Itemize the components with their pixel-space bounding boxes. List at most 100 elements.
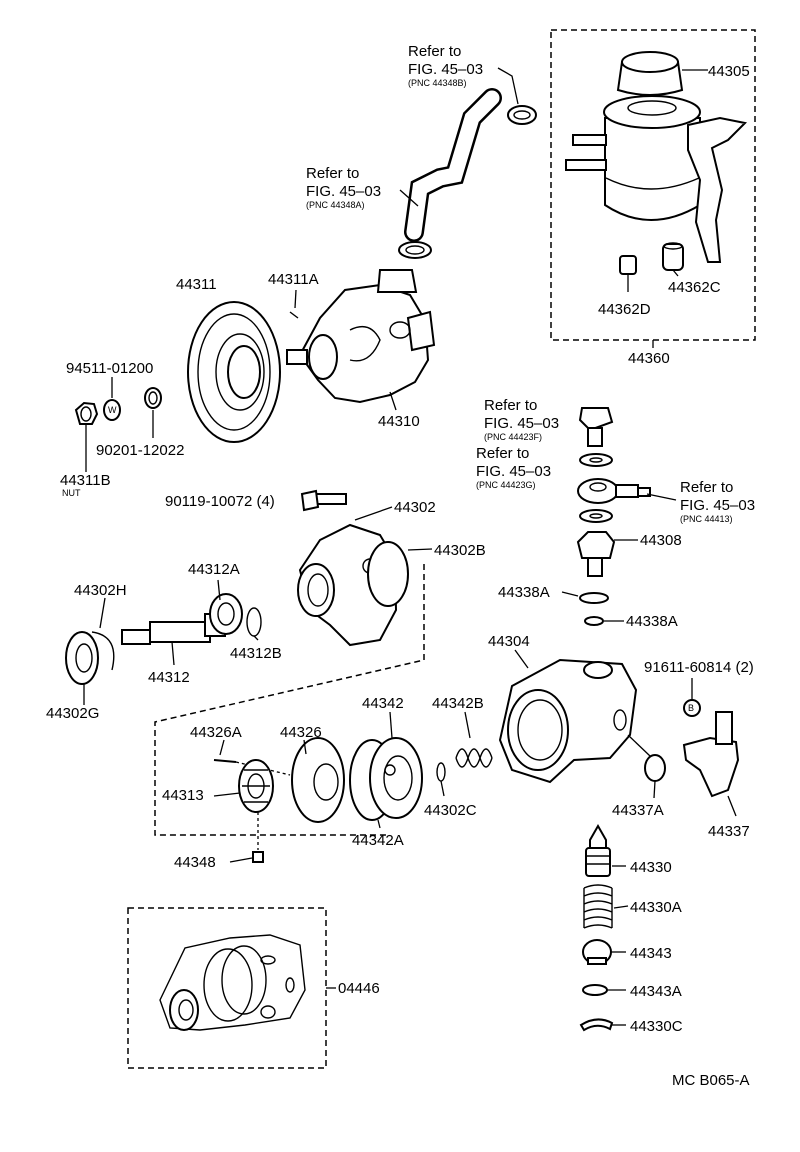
label-44302c: 44302C — [424, 802, 477, 819]
ref-note-44348a: Refer to FIG. 45–03 (PNC 44348A) — [306, 165, 381, 210]
flow-control-valve-44308 — [576, 531, 616, 577]
hoses — [398, 67, 537, 259]
gasket-kit-o-ring-1 — [260, 955, 276, 965]
label-44343a: 44343A — [630, 983, 682, 1000]
diagram-code: MC B065-A — [672, 1072, 750, 1089]
label-44362c: 44362C — [668, 279, 721, 296]
gasket-kit-seal — [169, 989, 199, 1031]
label-44310: 44310 — [378, 413, 420, 430]
bolt-b: B — [683, 699, 701, 717]
svg-text:(PNC 44348B): (PNC 44348B) — [408, 78, 467, 88]
label-44330: 44330 — [630, 859, 672, 876]
reservoir-cap — [616, 51, 684, 96]
o-ring-44302c — [436, 762, 446, 782]
pin-44326a — [213, 759, 237, 763]
hose-clamp-lower — [398, 241, 432, 259]
label-44326: 44326 — [280, 724, 322, 741]
label-44312a: 44312A — [188, 561, 240, 578]
svg-text:FIG. 45–03: FIG. 45–03 — [476, 463, 551, 480]
label-44330c: 44330C — [630, 1018, 683, 1035]
svg-text:W: W — [108, 405, 117, 415]
label-90201: 90201-12022 — [96, 442, 184, 459]
label-nut: NUT — [62, 488, 81, 498]
svg-text:Refer to: Refer to — [306, 165, 359, 182]
ref-note-44423g: Refer to FIG. 45–03 (PNC 44423G) — [476, 445, 551, 490]
label-44302b: 44302B — [434, 542, 486, 559]
label-91611: 91611-60814 (2) — [644, 659, 754, 676]
label-44308: 44308 — [640, 532, 682, 549]
pump-assembly-44310 — [286, 269, 436, 404]
nut-44311b — [74, 401, 99, 425]
o-ring-44343a — [582, 984, 608, 996]
bearing-44312a — [209, 593, 243, 635]
label-04446: 04446 — [338, 980, 380, 997]
valve-44330 — [585, 823, 611, 877]
label-44338a-upper: 44338A — [498, 584, 550, 601]
pulley-44311 — [187, 301, 281, 443]
hose-clamp-upper — [507, 105, 537, 125]
label-44362d: 44362D — [598, 301, 651, 318]
side-plate-44342 — [369, 737, 423, 819]
label-44312b: 44312B — [230, 645, 282, 662]
rear-housing-44304 — [498, 658, 638, 784]
svg-text:(PNC 44413): (PNC 44413) — [680, 514, 733, 524]
snap-ring-44312b — [246, 607, 262, 637]
spring-44330a — [583, 884, 613, 929]
plug-44343 — [582, 939, 612, 965]
label-44313: 44313 — [162, 787, 204, 804]
label-90119: 90119-10072 (4) — [165, 493, 275, 510]
ref-note-44348b: Refer to FIG. 45–03 (PNC 44348B) — [408, 43, 483, 88]
label-44342: 44342 — [362, 695, 404, 712]
reservoir-bracket — [687, 116, 748, 263]
ref-note-44423f: Refer to FIG. 45–03 (PNC 44423F) — [484, 397, 559, 442]
svg-text:B: B — [688, 703, 694, 713]
label-44311b: 44311B — [60, 472, 111, 489]
gasket-lower — [579, 509, 613, 523]
label-44304: 44304 — [488, 633, 530, 650]
label-44330a: 44330A — [630, 899, 682, 916]
svg-text:Refer to: Refer to — [484, 397, 537, 414]
label-44348: 44348 — [174, 854, 216, 871]
snap-ring-44302h — [91, 631, 115, 671]
gasket-kit-plate — [159, 934, 306, 1031]
svg-text:FIG. 45–03: FIG. 45–03 — [680, 497, 755, 514]
gasket-upper — [579, 453, 613, 467]
label-44305: 44305 — [708, 63, 750, 80]
oil-seal-44302g — [65, 631, 99, 685]
label-44342b: 44342B — [432, 695, 484, 712]
gasket-kit-ring — [203, 945, 267, 1022]
grommet-44362c — [662, 242, 684, 271]
label-44302h: 44302H — [74, 582, 127, 599]
svg-text:FIG. 45–03: FIG. 45–03 — [408, 61, 483, 78]
vane-44348 — [252, 851, 264, 863]
washer-90201 — [144, 387, 162, 409]
label-44312: 44312 — [148, 669, 190, 686]
svg-text:Refer to: Refer to — [408, 43, 461, 60]
ref-note-44413: Refer to FIG. 45–03 (PNC 44413) — [680, 479, 755, 524]
grommet-44362d — [619, 255, 637, 275]
reservoir-group: 44305 44362C 44362D 44360 — [550, 29, 756, 367]
spring-44342b — [455, 748, 493, 768]
label-44311a: 44311A — [268, 271, 319, 288]
o-ring-44337a — [644, 754, 666, 782]
label-44326a: 44326A — [190, 724, 242, 741]
svg-text:Refer to: Refer to — [680, 479, 733, 496]
svg-text:(PNC 44423G): (PNC 44423G) — [476, 480, 536, 490]
label-44360: 44360 — [628, 350, 670, 367]
washer-w: W — [103, 399, 121, 421]
label-44302g: 44302G — [46, 705, 99, 722]
o-ring-44338a-lower — [584, 616, 604, 626]
bolt-90119 — [300, 489, 347, 512]
union-fitting — [577, 478, 651, 504]
key-44311a — [289, 311, 299, 319]
label-44343: 44343 — [630, 945, 672, 962]
svg-text:(PNC 44348A): (PNC 44348A) — [306, 200, 365, 210]
svg-text:FIG. 45–03: FIG. 45–03 — [306, 183, 381, 200]
gasket-kit-group: 04446 — [127, 907, 380, 1069]
svg-text:(PNC 44423F): (PNC 44423F) — [484, 432, 542, 442]
snap-ring-44330c — [579, 1018, 614, 1032]
rotor-44313 — [238, 759, 274, 813]
o-ring-44302b — [367, 541, 409, 607]
gasket-kit-dashed-box — [127, 907, 327, 1069]
